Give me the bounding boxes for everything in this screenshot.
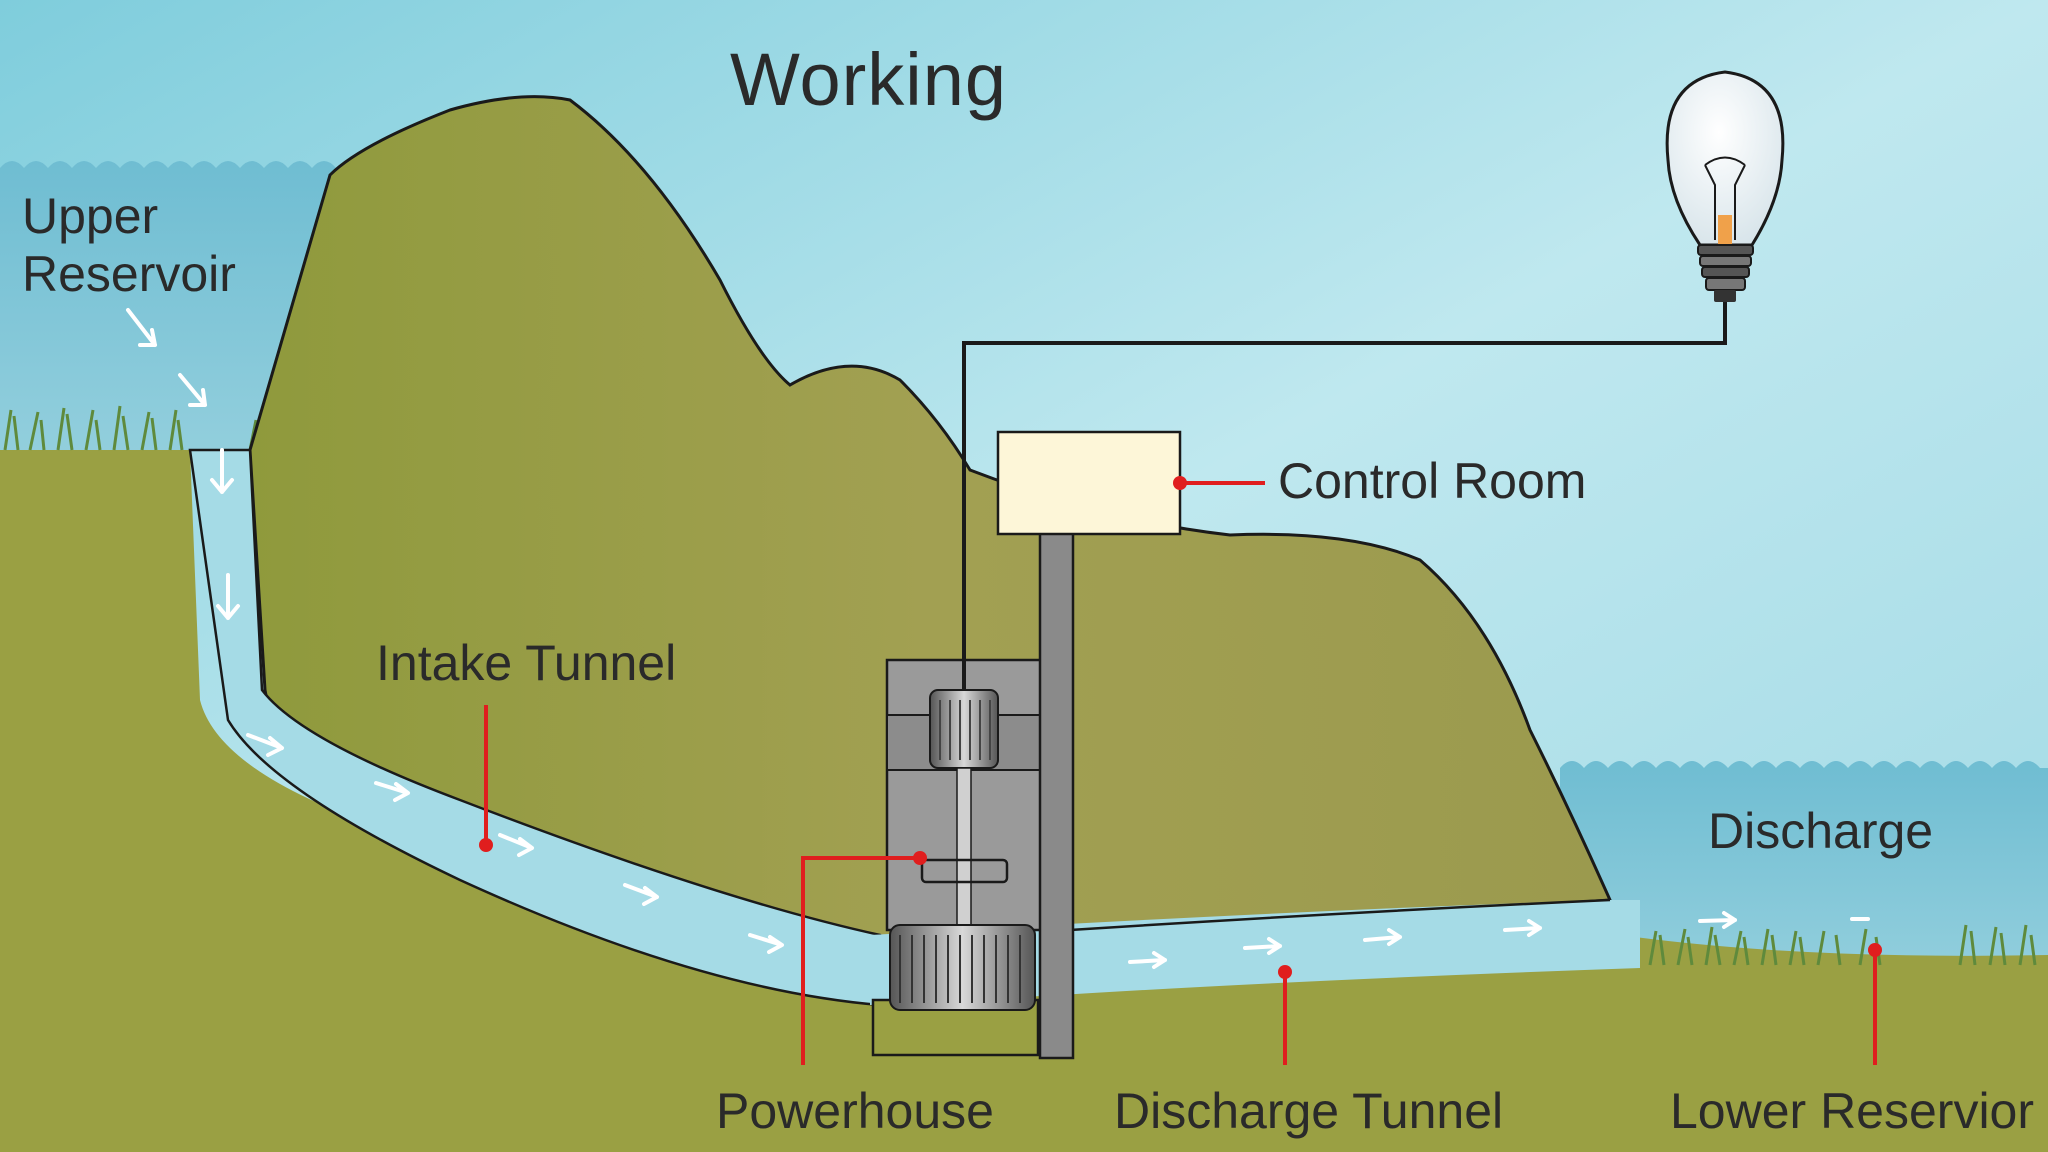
arrow-icon [246,733,284,757]
arrow-icon [498,833,534,857]
leader-lines [479,476,1882,1065]
arrow-icon [1698,911,1737,929]
lower-reservoir-dot [1868,943,1882,957]
control-room-label: Control Room [1278,453,1586,509]
arrow-icon [623,883,659,906]
power-wire [962,300,1727,690]
wicket-gate [920,858,1009,884]
intake-tunnel-label: Intake Tunnel [376,635,676,691]
intake-tunnel-dot [479,838,493,852]
powerhouse-leader [801,856,920,1065]
arrow-icon [210,448,234,494]
discharge-tunnel-edge [1069,898,1611,932]
powerhouse-label: Powerhouse [716,1083,994,1139]
upper-reservoir-water [0,161,340,460]
generator-icon [929,689,999,769]
powerhouse-dot [913,851,927,865]
arrow-icon [1363,928,1402,946]
turbine-icon [889,924,1036,1011]
arrow-icon [748,933,784,954]
control-room-pole [1038,531,1075,1060]
light-bulb-icon [1665,70,1785,302]
lower-reservoir-label: Lower Reservior [1670,1083,2034,1139]
turbine-shaft [956,767,972,939]
arrow-icon [1503,919,1542,937]
arrow-icon [1128,951,1167,969]
control-room-box [996,430,1182,536]
flow-arrows [126,308,1870,969]
lower-reservoir-water [1560,761,2048,980]
ground [0,450,2048,1152]
arrow-icon [374,781,410,802]
arrow-icon [178,373,207,407]
upper-reservoir-label-line2: Reservoir [22,246,236,302]
page-title: Working [730,38,1007,121]
arrow-icon [126,308,157,347]
discharge-label: Discharge [1708,803,1933,859]
upper-reservoir-label-line1: Upper [22,188,158,244]
discharge-tunnel-label: Discharge Tunnel [1114,1083,1503,1139]
arrow-icon [1243,937,1282,955]
lower-grass [1648,924,2037,966]
discharge-tunnel-dot [1278,965,1292,979]
control-room-dot [1173,476,1187,490]
arrow-icon [216,573,240,620]
